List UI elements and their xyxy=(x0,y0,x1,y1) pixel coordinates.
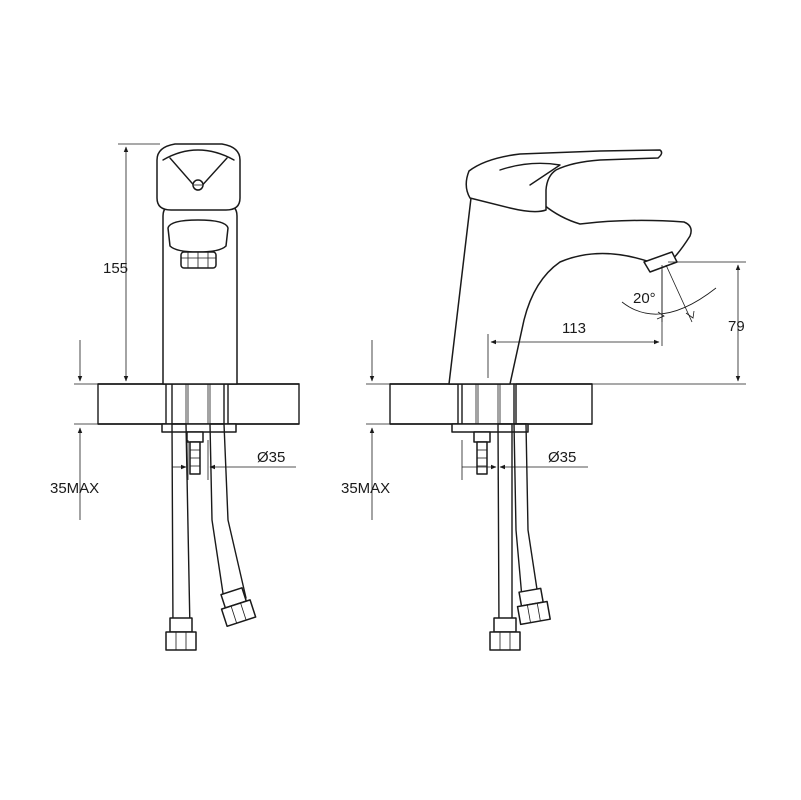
side-view: 79 113 20° 35MAX xyxy=(341,149,746,651)
front-hose-fitting-left xyxy=(165,617,197,651)
dim-angle-label: 20° xyxy=(633,290,656,307)
side-deck-right xyxy=(515,383,593,425)
dim-height-155 xyxy=(98,143,160,385)
dim-79-label: 79 xyxy=(728,318,745,335)
dim-spout-height xyxy=(592,261,746,385)
dim-deck-side-label: 35MAX xyxy=(341,480,390,497)
dim-hole-front-label: Ø35 xyxy=(257,449,285,466)
side-washer xyxy=(451,423,529,433)
side-hose-fitting-right xyxy=(516,587,551,626)
dim-deck-front xyxy=(74,340,98,520)
front-aerator-housing xyxy=(167,219,229,253)
side-nut xyxy=(473,431,491,443)
front-view: 155 35MAX Ø35 xyxy=(50,143,300,651)
side-shank xyxy=(461,383,515,425)
front-shank xyxy=(171,383,225,425)
front-deck-left xyxy=(97,383,167,425)
side-deck-left xyxy=(389,383,459,425)
dim-deck-front-label: 35MAX xyxy=(50,480,99,497)
front-deck-right xyxy=(227,383,300,425)
dim-angle xyxy=(621,264,717,323)
dim-hole-side-label: Ø35 xyxy=(548,449,576,466)
dim-deck-side xyxy=(366,340,390,520)
front-aerator xyxy=(180,251,217,269)
front-handle xyxy=(156,143,241,211)
dim-155-label: 155 xyxy=(103,260,128,277)
side-hose-left xyxy=(497,423,513,631)
side-hose-fitting-left xyxy=(489,617,521,651)
dim-hole-front xyxy=(172,440,296,480)
side-hose-right xyxy=(513,423,539,599)
dim-hole-side xyxy=(461,440,588,480)
side-lever-handle xyxy=(465,149,663,213)
front-hose-left xyxy=(171,423,191,631)
front-hose-right xyxy=(209,423,247,601)
front-hose-fitting-right xyxy=(220,587,257,628)
side-faucet-body xyxy=(448,197,692,385)
dim-113-label: 113 xyxy=(562,320,586,337)
front-nut xyxy=(186,431,204,443)
